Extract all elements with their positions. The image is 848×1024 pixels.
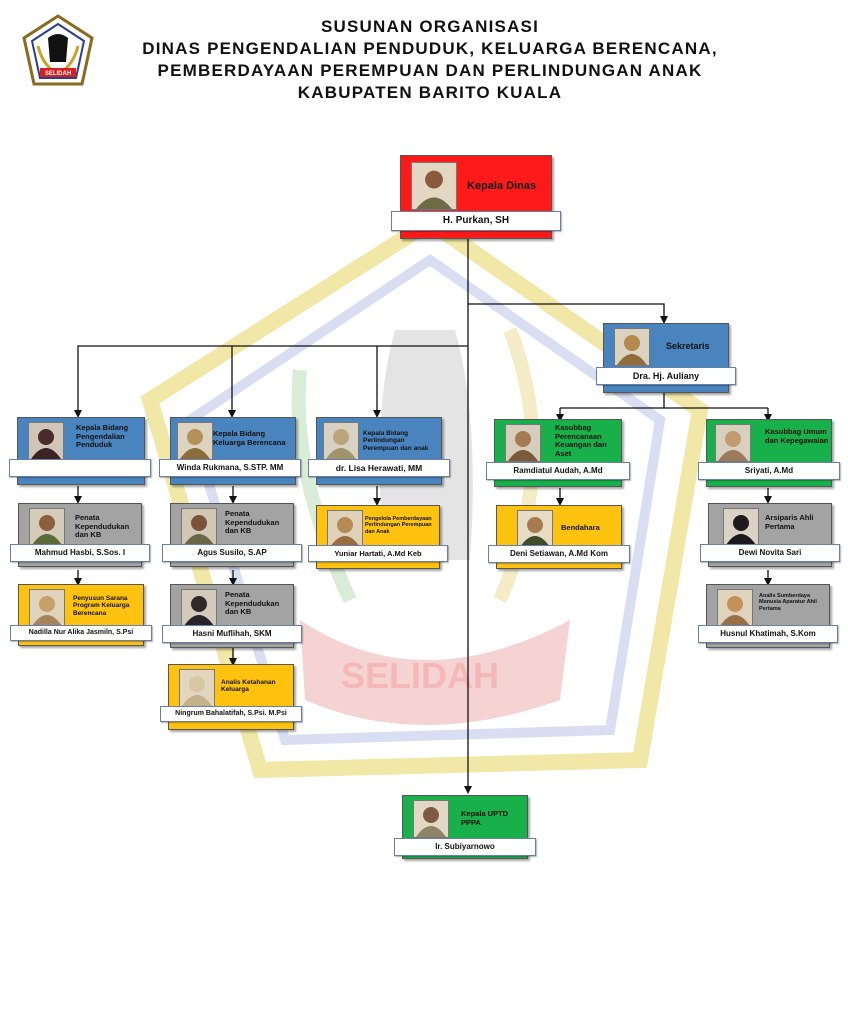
node-name-kepala-uptd: Ir. Subiyarnowo bbox=[394, 838, 536, 856]
node-name-penata-kependudukan-1: Mahmud Hasbi, S.Sos. I bbox=[10, 544, 150, 562]
node-role: Pengelola Pemberdayaan Perlindungan Pere… bbox=[365, 516, 437, 535]
node-role: Sekretaris bbox=[666, 341, 710, 351]
person-photo bbox=[181, 508, 217, 546]
node-role: Penyusun Sarana Program Keluarga Berenca… bbox=[73, 595, 141, 617]
person-photo bbox=[717, 589, 753, 627]
person-photo bbox=[181, 589, 217, 627]
person-photo bbox=[413, 800, 449, 838]
person-photo bbox=[29, 508, 65, 546]
node-name-kepala-dinas: H. Purkan, SH bbox=[391, 211, 561, 231]
node-name-kabid-keluarga-berencana: Winda Rukmana, S.STP. MM bbox=[159, 459, 301, 477]
person-photo bbox=[614, 328, 650, 366]
person-photo bbox=[715, 424, 751, 462]
person-photo bbox=[723, 508, 759, 546]
person-photo bbox=[505, 424, 541, 462]
node-role: Kepala Dinas bbox=[467, 180, 536, 193]
node-role: Kepala Bidang Perlindungan Perempuan dan… bbox=[363, 430, 441, 452]
node-name-penata-kependudukan-2: Agus Susilo, S.AP bbox=[162, 544, 302, 562]
node-name-kasubbag-umum: Sriyati, A.Md bbox=[698, 462, 840, 480]
node-role: Penata Kependudukan dan KB bbox=[225, 510, 291, 536]
node-role: Bendahara bbox=[561, 524, 600, 533]
node-name-sekretaris: Dra. Hj. Auliany bbox=[596, 367, 736, 385]
node-role: Analis Ketahanan Keluarga bbox=[221, 679, 289, 694]
node-role: Penata Kependudukan dan KB bbox=[225, 591, 291, 617]
node-name-pengelola-pemberdayaan: Yuniar Hartati, A.Md Keb bbox=[308, 545, 448, 562]
person-photo bbox=[411, 162, 457, 210]
node-name-penyusun-sarana: Nadilla Nur Alika Jasmiln, S.Psi bbox=[10, 625, 152, 641]
person-photo bbox=[29, 589, 65, 627]
node-role: Kepala UPTD PPPA bbox=[461, 810, 521, 827]
person-photo bbox=[323, 422, 359, 460]
node-role: Arsiparis Ahli Pertama bbox=[765, 514, 829, 531]
person-photo bbox=[517, 510, 553, 548]
node-role: Kasubbag Umum dan Kepegawaian bbox=[765, 428, 829, 445]
node-role: Analis Sumberdaya Manusia Aparatur Ahli … bbox=[759, 593, 827, 612]
person-photo bbox=[177, 422, 213, 460]
node-name-analis-ketahanan: Ningrum Bahalatifah, S.Psi. M.Psi bbox=[160, 706, 302, 722]
node-role: Kepala Bidang Keluarga Berencana bbox=[213, 430, 295, 447]
node-role: Penata Kependudukan dan KB bbox=[75, 514, 139, 540]
node-name-bendahara: Deni Setiawan, A.Md Kom bbox=[488, 545, 630, 563]
node-name-kabid-perlindungan-perempuan: dr. Lisa Herawati, MM bbox=[308, 459, 450, 477]
person-photo bbox=[28, 422, 64, 460]
person-photo bbox=[179, 669, 215, 707]
person-photo bbox=[327, 510, 363, 548]
node-name-analis-sumberdaya: Husnul Khatimah, S.Kom bbox=[698, 625, 838, 643]
node-name-arsiparis: Dewi Novita Sari bbox=[700, 544, 840, 562]
node-name-kasubbag-keuangan: Ramdiatul Audah, A.Md bbox=[486, 462, 630, 480]
node-role: Kepala Bidang Pengendalian Penduduk bbox=[76, 424, 142, 450]
node-name-kabid-pengendalian-penduduk bbox=[9, 459, 151, 477]
node-name-penata-kependudukan-3: Hasni Muflihah, SKM bbox=[162, 625, 302, 643]
node-role: Kasubbag Perencanaan Keuangan dan Aset bbox=[555, 424, 619, 459]
